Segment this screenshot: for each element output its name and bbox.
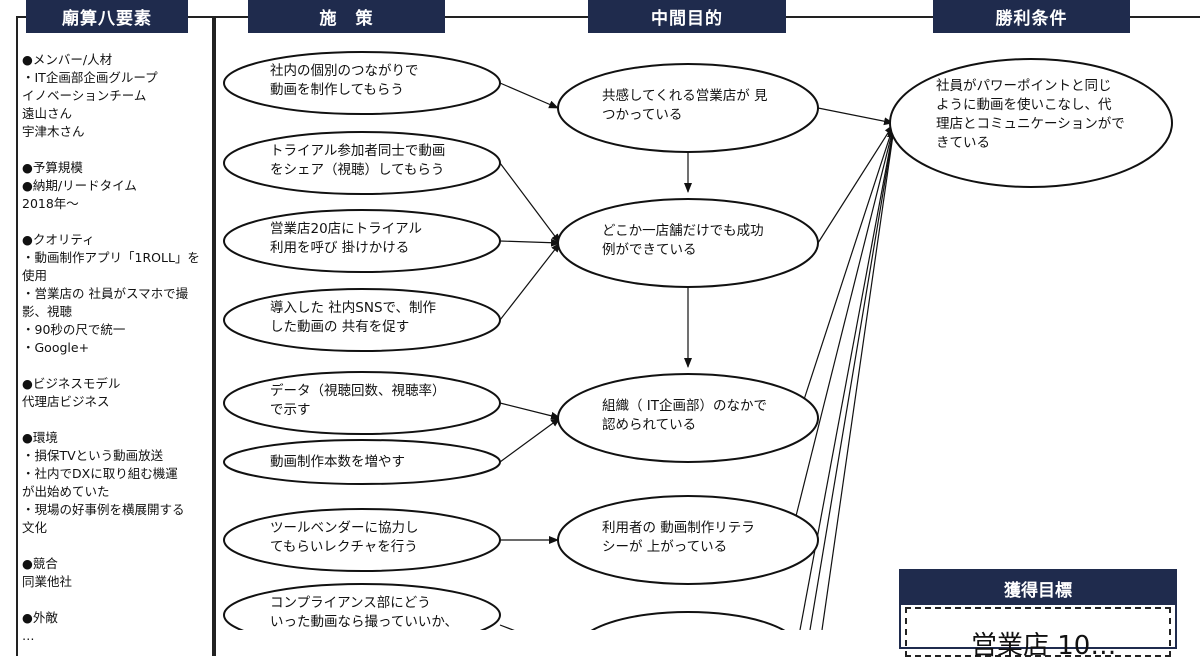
connector-arrow: [499, 417, 561, 463]
measure-node: [223, 288, 501, 352]
intermediate-node: [557, 198, 819, 288]
element-line: 使用: [22, 268, 48, 283]
header-victory: 勝利条件: [933, 0, 1130, 33]
element-line: 影、視聴: [22, 304, 73, 319]
element-line: ●外敵: [22, 610, 58, 625]
connector-arrow: [499, 242, 561, 321]
element-line: ●予算規模: [22, 160, 83, 175]
connector-arrow: [499, 624, 515, 630]
element-line: ・Google+: [22, 340, 90, 355]
element-line: ・動画制作アプリ「1ROLL」を: [22, 250, 200, 265]
element-section: ●予算規模 ●納期/リードタイム 2018年〜: [22, 159, 212, 213]
measure-node: [223, 371, 501, 435]
connector-arrow: [809, 132, 894, 630]
measure-label: ツールベンダーに協力し てもらいレクチャを行う: [270, 520, 419, 555]
connector-arrow: [799, 130, 894, 630]
element-line: 文化: [22, 520, 48, 535]
element-line: ●納期/リードタイム: [22, 178, 137, 193]
header-measures: 施 策: [248, 0, 445, 33]
victory-node: [889, 58, 1173, 188]
measure-label: 導入した 社内SNSで、制作 した動画の 共有を促す: [270, 300, 436, 335]
intermediate-label: どこか一店舗だけでも成功 例ができている: [602, 223, 764, 258]
element-line: 同業他社: [22, 574, 73, 589]
element-section: ●競合同業他社: [22, 555, 212, 591]
element-line: ・現場の好事例を横展開する: [22, 502, 185, 517]
element-line: 2018年〜: [22, 196, 79, 211]
goal-box: 獲得目標 営業店 10…: [899, 569, 1177, 661]
intermediate-node: [557, 373, 819, 463]
element-line: イノベーションチーム: [22, 88, 147, 103]
goal-value: 営業店 10…: [971, 631, 1117, 661]
connector-arrow: [821, 134, 894, 630]
element-line: ●環境: [22, 430, 58, 445]
measure-node: [223, 131, 501, 195]
intermediate-label: 共感してくれる営業店が 見 つかっている: [602, 88, 768, 123]
element-line: ・損保TVという動画放送: [22, 448, 164, 463]
connector-arrow: [817, 107, 894, 126]
element-line: ●クオリティ: [22, 232, 95, 247]
element-line: ●ビジネスモデル: [22, 376, 121, 391]
measure-node: [223, 583, 501, 630]
intermediate-node: [557, 63, 819, 153]
measure-label: コンプライアンス部にどう いった動画なら撮っていいか、: [270, 595, 459, 630]
element-line: ・90秒の尺で統一: [22, 322, 126, 337]
measure-label: 社内の個別のつながりで 動画を制作してもらう: [270, 63, 419, 98]
connector-arrow: [797, 126, 895, 419]
element-line: 遠山さん: [22, 106, 73, 121]
element-line: ●メンバー/人材: [22, 52, 113, 67]
header-intermediate: 中間目的: [588, 0, 786, 33]
connector-arrow: [789, 128, 895, 541]
measure-node: [223, 508, 501, 572]
elements-list: ●メンバー/人材・IT企画部企画グループイノベーションチーム遠山さん宇津木さん●…: [22, 51, 212, 663]
element-line: ・IT企画部企画グループ: [22, 70, 158, 85]
connector-arrow: [499, 238, 561, 247]
connector-arrow: [499, 402, 561, 420]
measure-node: [223, 439, 501, 485]
strategy-diagram: [223, 51, 1173, 630]
measure-label: トライアル参加者同士で動画 をシェア（視聴）してもらう: [270, 143, 446, 178]
intermediate-node: [557, 495, 819, 585]
goal-title: 獲得目標: [901, 571, 1175, 605]
header-elements: 廟算八要素: [26, 0, 188, 33]
element-line: が出始めていた: [22, 484, 110, 499]
element-section: ●メンバー/人材・IT企画部企画グループイノベーションチーム遠山さん宇津木さん: [22, 51, 212, 141]
element-section: ●クオリティ・動画制作アプリ「1ROLL」を使用・営業店の 社員がスマホで撮影、…: [22, 231, 212, 357]
measure-label: データ（視聴回数、視聴率） で示す: [270, 383, 446, 418]
measure-label: 営業店20店にトライアル 利用を呼び 掛けかける: [270, 221, 423, 256]
victory-label: 社員がパワーポイントと同じ ように動画を使いこなし、代 理店とコミュニケーション…: [936, 78, 1125, 151]
element-line: ・営業店の 社員がスマホで撮: [22, 286, 189, 301]
element-line: ・社内でDXに取り組む機運: [22, 466, 178, 481]
element-section: ●ビジネスモデル代理店ビジネス: [22, 375, 212, 411]
intermediate-label: 組織（ IT企画部）のなかで 認められている: [602, 398, 768, 433]
measure-label: 動画制作本数を増やす: [270, 453, 405, 470]
element-line: ●競合: [22, 556, 58, 571]
element-line: 宇津木さん: [22, 124, 85, 139]
connector-arrow: [499, 162, 561, 244]
element-line: 代理店ビジネス: [22, 394, 110, 409]
intermediate-node: [590, 611, 786, 630]
connector-arrow: [817, 124, 894, 244]
connector-arrow: [499, 82, 559, 109]
element-section: ●環境・損保TVという動画放送・社内でDXに取り組む機運が出始めていた・現場の好…: [22, 429, 212, 537]
measure-node: [223, 209, 501, 273]
intermediate-label: 利用者の 動画制作リテラ シーが 上がっている: [602, 520, 755, 555]
measure-node: [223, 51, 501, 115]
